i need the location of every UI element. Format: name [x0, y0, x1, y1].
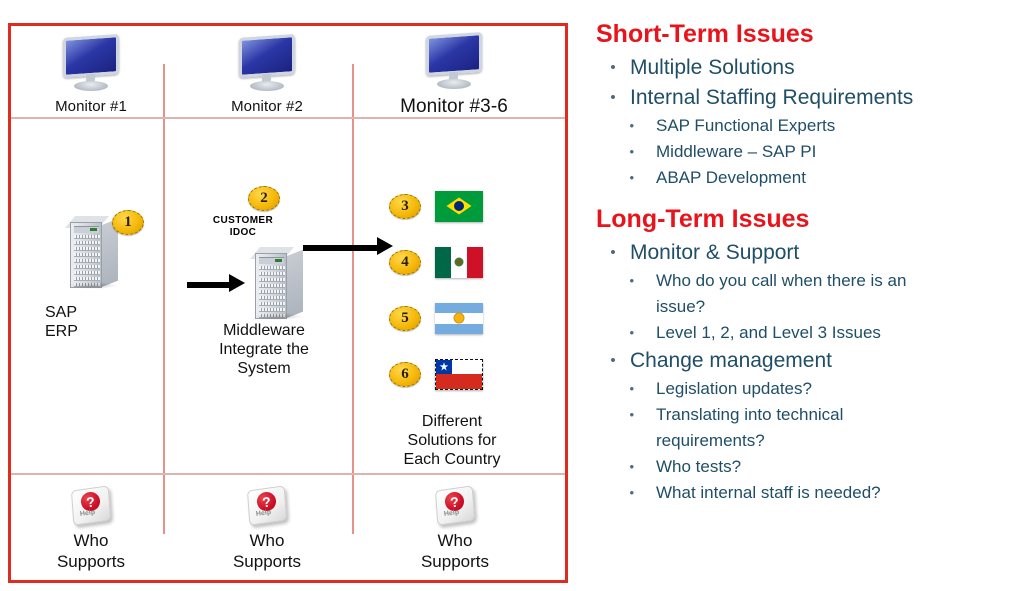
brazil-flag [435, 190, 483, 222]
sap-erp-caption: SAP ERP [45, 304, 78, 340]
short-term-issues-title: Short-Term Issues [596, 20, 814, 48]
list-item-label: Level 1, 2, and Level 3 Issues [656, 323, 881, 342]
grid-divider-vertical-1 [163, 64, 165, 534]
bullet-icon: • [629, 325, 634, 340]
list-item-label: Monitor & Support [630, 241, 800, 264]
support-label-2: Who Supports [232, 531, 302, 571]
monitor-header-1: Monitor #1 [31, 34, 151, 115]
help-icon-2: ? Help [246, 485, 288, 526]
customer-idoc-label: CUSTOMER IDOC [212, 215, 274, 238]
help-icon-3: ? Help [434, 485, 476, 526]
country-row-chile: 6 [389, 346, 529, 402]
middleware-caption: Middleware Integrate the System [219, 322, 309, 377]
country-solutions-list: 3 4 5 6 Different Solutions for Each Cou… [389, 178, 529, 469]
arrow-sap-to-middleware [187, 274, 245, 292]
list-item-label: Middleware – SAP PI [656, 142, 817, 161]
architecture-diagram: Monitor #1 Monitor #2 Monitor #3-6 [8, 23, 568, 583]
support-cell-3: ? Help Who Supports [397, 485, 513, 572]
list-item: • Who tests? [596, 454, 1024, 480]
step-badge-3: 3 [389, 193, 421, 219]
bullet-icon: • [629, 381, 634, 396]
list-item-label: Who tests? [656, 457, 742, 476]
list-item: • ABAP Development [596, 165, 1024, 191]
arrow-middleware-to-countries [303, 237, 395, 255]
step-badge-2: 2 [248, 186, 280, 211]
list-item-label: What internal staff is needed? [656, 483, 881, 502]
grid-divider-vertical-2 [352, 64, 354, 534]
help-icon-1: ? Help [70, 485, 112, 526]
list-item: • Legislation updates? [596, 376, 1024, 402]
bullet-icon: • [629, 144, 634, 159]
bullet-icon: • [610, 89, 616, 106]
monitor-label-1: Monitor #1 [55, 98, 127, 115]
country-solutions-caption: Different Solutions for Each Country [403, 413, 501, 468]
bullet-icon: • [629, 118, 634, 133]
monitor-header-3: Monitor #3-6 [389, 32, 519, 118]
list-item: • Internal Staffing Requirements [596, 83, 1024, 113]
long-term-issues-list: • Monitor & Support • Who do you call wh… [596, 238, 1024, 506]
bullet-icon: • [629, 485, 634, 500]
issues-panel: Short-Term Issues • Multiple Solutions •… [596, 0, 1024, 591]
grid-divider-horizontal-bottom [11, 473, 565, 475]
step-badge-5: 5 [389, 305, 421, 331]
list-item: • SAP Functional Experts [596, 113, 1024, 139]
long-term-issues-title: Long-Term Issues [596, 205, 810, 233]
support-cell-2: ? Help Who Supports [209, 485, 325, 572]
monitor-label-2: Monitor #2 [231, 98, 303, 115]
list-item-label: Legislation updates? [656, 379, 812, 398]
grid-divider-horizontal-top [11, 117, 565, 119]
sap-erp-node: 1 SAP ERP [39, 210, 149, 341]
list-item: • Monitor & Support [596, 238, 1024, 268]
list-item: • What internal staff is needed? [596, 480, 1024, 506]
list-item: • Level 1, 2, and Level 3 Issues [596, 320, 1024, 346]
bullet-icon: • [629, 407, 634, 422]
monitor-label-3: Monitor #3-6 [400, 96, 508, 117]
bullet-icon: • [629, 170, 634, 185]
mexico-flag [435, 246, 483, 278]
step-badge-1: 1 [112, 210, 144, 235]
list-item: • Middleware – SAP PI [596, 139, 1024, 165]
list-item: • Multiple Solutions [596, 53, 1024, 83]
step-badge-6: 6 [389, 361, 421, 387]
list-item-label: Multiple Solutions [630, 56, 795, 79]
country-row-argentina: 5 [389, 290, 529, 346]
bullet-icon: • [610, 244, 616, 261]
support-cell-1: ? Help Who Supports [33, 485, 149, 572]
middleware-node: 2 CUSTOMER IDOC Middleware Integrate the… [179, 186, 349, 378]
monitor-icon-3 [422, 32, 486, 90]
server-icon-middleware [249, 247, 305, 321]
list-item: • Change management [596, 346, 1024, 376]
list-item: • Translating into technical requirement… [596, 402, 1024, 454]
short-term-issues-list: • Multiple Solutions • Internal Staffing… [596, 53, 1024, 191]
bullet-icon: • [629, 273, 634, 288]
chile-flag [435, 358, 483, 390]
list-item-label: SAP Functional Experts [656, 116, 836, 135]
argentina-flag [435, 302, 483, 334]
list-item-label: Translating into technical requirements? [656, 405, 844, 450]
list-item-label: ABAP Development [656, 168, 806, 187]
step-badge-4: 4 [389, 249, 421, 275]
list-item-label: Who do you call when there is an issue? [656, 271, 907, 316]
country-row-mexico: 4 [389, 234, 529, 290]
support-label-1: Who Supports [56, 531, 126, 571]
monitor-icon-2 [235, 34, 299, 92]
list-item: • Who do you call when there is an issue… [596, 268, 1024, 320]
list-item-label: Internal Staffing Requirements [630, 86, 914, 109]
country-row-brazil: 3 [389, 178, 529, 234]
bullet-icon: • [610, 352, 616, 369]
monitor-icon-1 [59, 34, 123, 92]
support-label-3: Who Supports [420, 531, 490, 571]
monitor-header-2: Monitor #2 [207, 34, 327, 115]
bullet-icon: • [610, 59, 616, 76]
server-icon-sap [64, 216, 120, 290]
bullet-icon: • [629, 459, 634, 474]
list-item-label: Change management [630, 349, 832, 372]
